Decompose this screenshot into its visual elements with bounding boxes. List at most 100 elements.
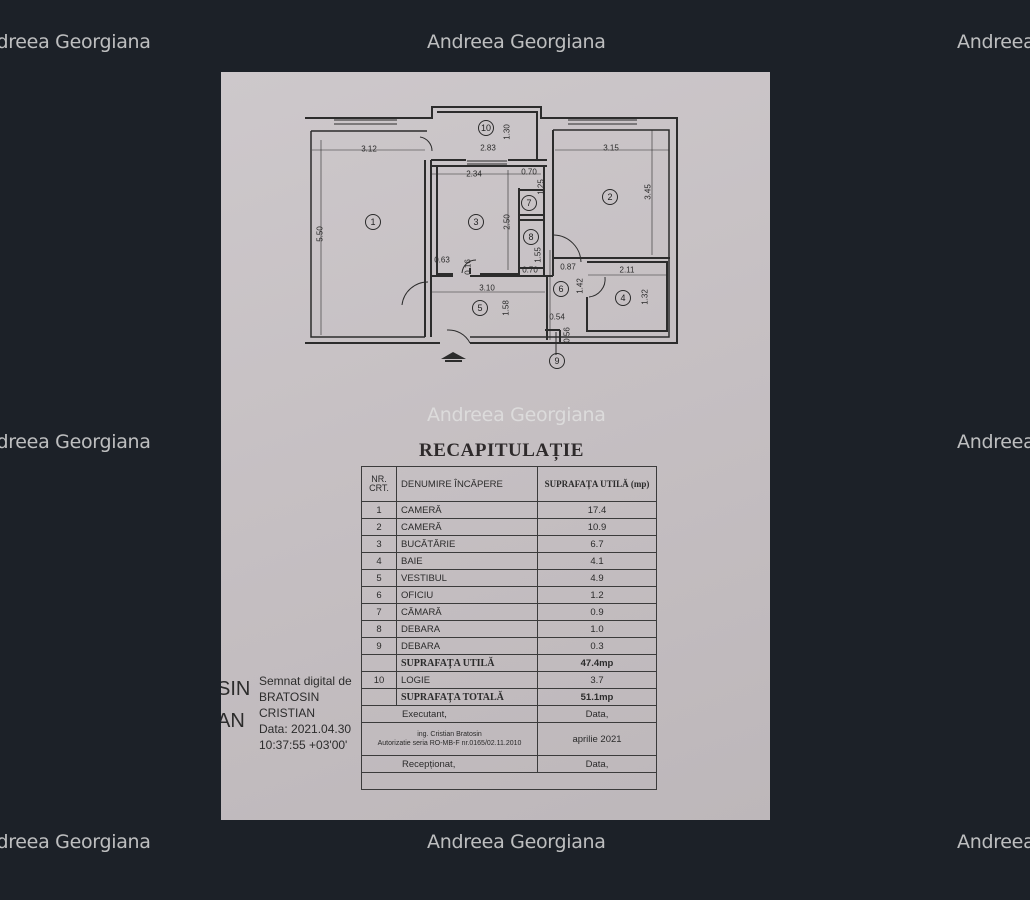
room-number: 3	[468, 214, 484, 230]
dimension-label: 3.15	[603, 143, 619, 153]
signature-line: Semnat digital de	[259, 674, 352, 688]
date-label: Data,	[537, 705, 657, 723]
row-nr: 3	[361, 535, 397, 553]
dimension-label: 0.16	[463, 259, 473, 275]
empty-row	[361, 772, 657, 790]
total-area-value: 51.1mp	[537, 688, 657, 706]
useful-area-row: SUPRAFAȚA UTILĂ 47.4mp	[361, 654, 657, 672]
row-nr: 10	[361, 671, 397, 689]
watermark: Andreea Georgiana	[0, 31, 151, 53]
header-name: DENUMIRE ÎNCĂPERE	[396, 466, 538, 502]
dimension-label: 5.50	[315, 226, 325, 242]
watermark: Andreea Georgiana	[427, 831, 606, 853]
dimension-label: 3.12	[361, 144, 377, 154]
area-summary-table: NR. CRT. DENUMIRE ÎNCĂPERE SUPRAFAȚA UTI…	[361, 466, 657, 790]
dimension-label: 0.63	[434, 255, 450, 265]
row-name: CAMERĂ	[396, 518, 538, 536]
dimension-label: 3.10	[479, 283, 495, 293]
watermark: Andreea Georgiana	[957, 31, 1030, 53]
dimension-label: 0.70	[521, 167, 537, 177]
row-nr: 8	[361, 620, 397, 638]
row-nr: 7	[361, 603, 397, 621]
watermark: Andreea Georgiana	[957, 431, 1030, 453]
signature-line: BRATOSIN	[259, 690, 320, 704]
row-area: 1.0	[537, 620, 657, 638]
total-area-label: SUPRAFAȚA TOTALĂ	[396, 688, 538, 706]
row-nr: 1	[361, 501, 397, 519]
floor-plan-drawing	[305, 106, 678, 362]
dimension-label: 1.58	[501, 300, 511, 316]
dimension-label: 2.34	[466, 169, 482, 179]
row-name: BAIE	[396, 552, 538, 570]
table-row: 10 LOGIE 3.7	[361, 671, 657, 689]
dimension-label: 1.30	[502, 124, 512, 140]
dimension-label: 0.56	[562, 327, 572, 343]
room-number: 2	[602, 189, 618, 205]
table-header: NR. CRT. DENUMIRE ÎNCĂPERE SUPRAFAȚA UTI…	[361, 466, 657, 502]
dimension-label: 3.45	[643, 184, 653, 200]
floor-plan-photo: 1 2 3 4 5 6 7 8 9 10 3.12 2.83 1.30 3.15…	[221, 72, 770, 820]
dimension-label: 2.11	[619, 265, 635, 275]
row-name: LOGIE	[396, 671, 538, 689]
row-area: 17.4	[537, 501, 657, 519]
row-nr: 9	[361, 637, 397, 655]
date-label-2: Data,	[537, 755, 657, 773]
row-name: OFICIU	[396, 586, 538, 604]
row-area: 1.2	[537, 586, 657, 604]
dimension-label: 2.50	[502, 214, 512, 230]
row-area: 3.7	[537, 671, 657, 689]
dimension-label: 0.87	[560, 262, 576, 272]
recap-title: RECAPITULAȚIE	[419, 440, 584, 461]
row-area: 6.7	[537, 535, 657, 553]
row-area: 4.1	[537, 552, 657, 570]
row-nr: 4	[361, 552, 397, 570]
watermark: Andreea Georgiana	[0, 431, 151, 453]
engineer-name: ing. Cristian Bratosin	[417, 731, 482, 738]
row-area: 4.9	[537, 569, 657, 587]
dimension-label: 1.55	[533, 247, 543, 263]
room-number: 4	[615, 290, 631, 306]
room-number: 6	[553, 281, 569, 297]
room-number: 10	[478, 120, 494, 136]
row-area: 10.9	[537, 518, 657, 536]
row-name: CAMERĂ	[396, 501, 538, 519]
dimension-label: 1.42	[575, 278, 585, 294]
room-number: 5	[472, 300, 488, 316]
signature-name-fragment: SIN	[221, 678, 251, 700]
signature-name-fragment: AN	[221, 710, 245, 732]
header-nr: NR. CRT.	[361, 466, 397, 502]
useful-area-label: SUPRAFAȚA UTILĂ	[396, 654, 538, 672]
row-name: BUCĂTĂRIE	[396, 535, 538, 553]
room-number: 9	[549, 353, 565, 369]
room-number: 8	[523, 229, 539, 245]
received-label: Recepționat,	[361, 755, 538, 773]
watermark: Andreea Georgiana	[0, 831, 151, 853]
dimension-label: 1.25	[536, 179, 546, 195]
dimension-label: 0.54	[549, 312, 565, 322]
watermark: Andreea Georgiana	[957, 831, 1030, 853]
watermark: Andreea Georgiana	[427, 31, 606, 53]
signature-line: 10:37:55 +03'00'	[259, 738, 348, 752]
row-nr: 2	[361, 518, 397, 536]
executant-row: Executant, Data,	[361, 705, 657, 723]
row-area: 0.9	[537, 603, 657, 621]
row-name: DEBARA	[396, 620, 538, 638]
row-name: DEBARA	[396, 637, 538, 655]
room-number: 7	[521, 195, 537, 211]
row-nr: 5	[361, 569, 397, 587]
room-number: 1	[365, 214, 381, 230]
digital-signature: Semnat digital de BRATOSIN CRISTIAN Data…	[259, 673, 352, 753]
dimension-label: 1.32	[640, 289, 650, 305]
signature-line: CRISTIAN	[259, 706, 316, 720]
